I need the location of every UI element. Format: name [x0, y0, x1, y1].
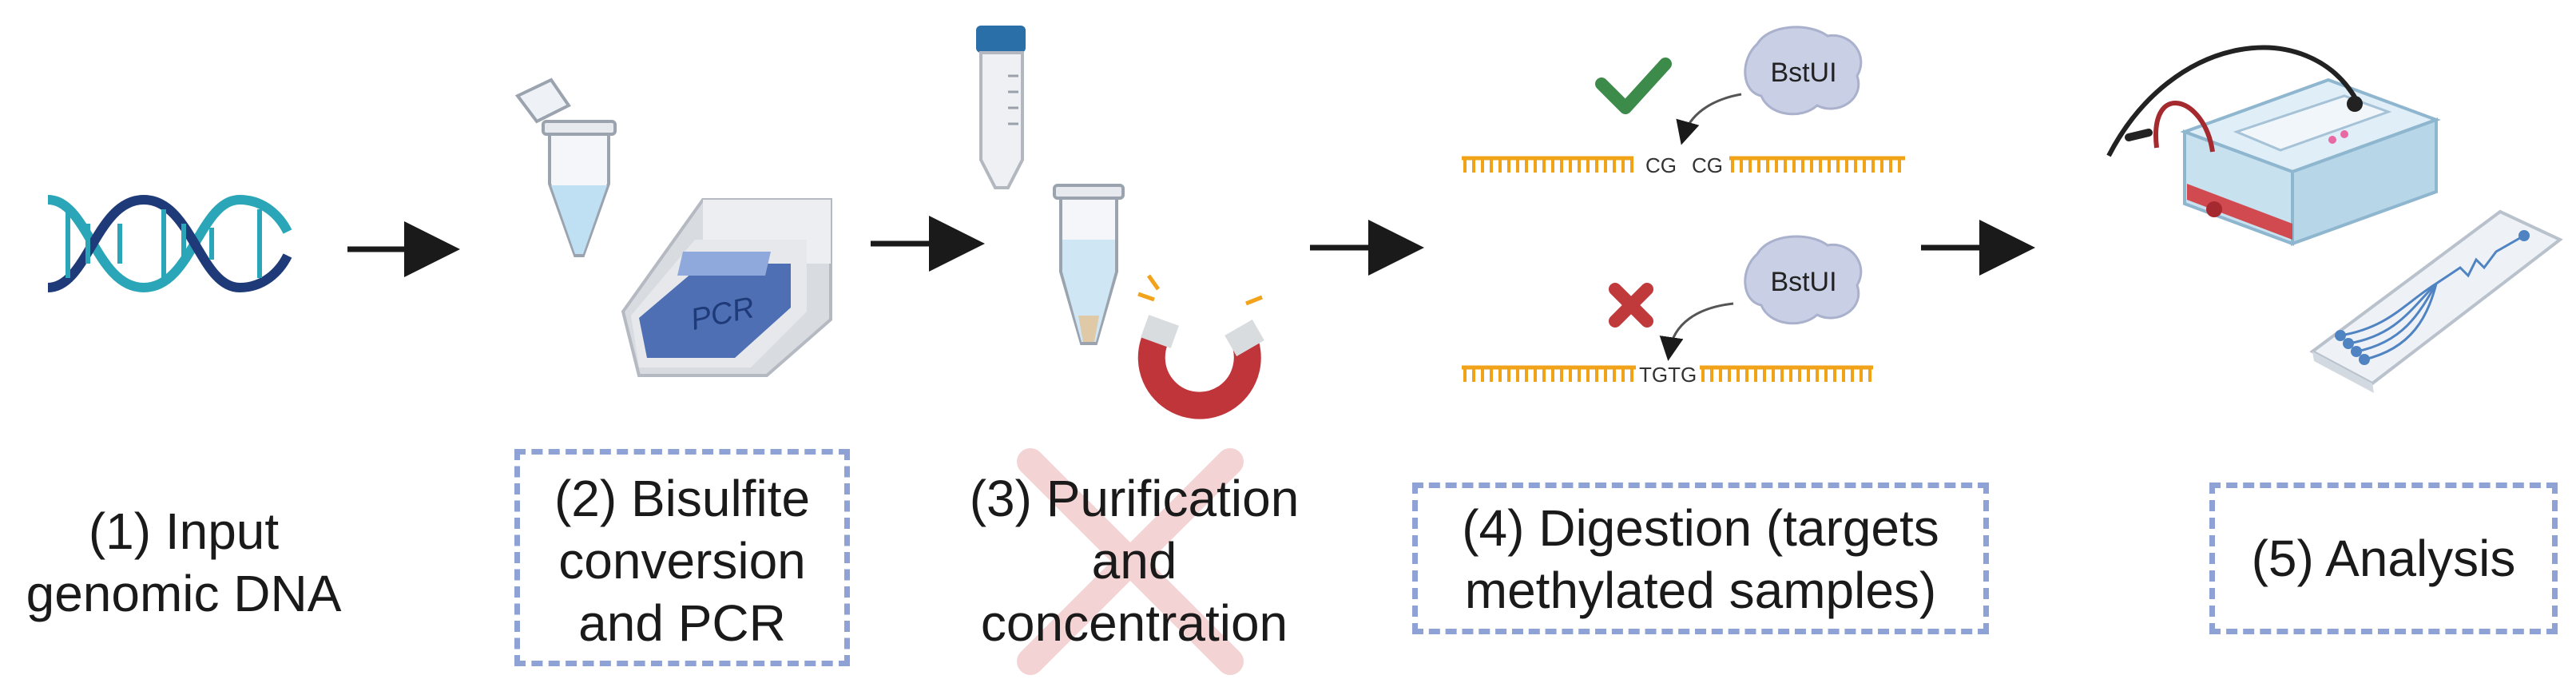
step-3-line-2: and — [1091, 532, 1177, 590]
step-3-label: (3) Purification and concentration — [919, 467, 1350, 654]
gel-electrophoresis-icon — [2106, 45, 2441, 246]
step-3-line-1: (3) Purification — [969, 470, 1300, 527]
step-4-line-2: methylated samples) — [1464, 562, 1937, 619]
step-2-label: (2) Bisulfite conversion and PCR — [514, 467, 850, 654]
magnet-icon — [1137, 274, 1264, 419]
step-1-label: (1) Input genomic DNA — [0, 500, 367, 625]
pcr-machine-icon: PCR — [621, 198, 832, 377]
bstui-enzyme-bottom-icon: BstUI — [1744, 235, 1863, 325]
methylated-strand: CG CG — [1462, 153, 1905, 177]
dna-helix-icon — [47, 194, 292, 293]
step-4-label: (4) Digestion (targets methylated sample… — [1412, 497, 1989, 622]
step-2-dashed-box — [514, 449, 850, 666]
microfluidic-chip-icon — [2309, 209, 2563, 393]
pcr-tube-icon — [514, 77, 617, 257]
step-4-dashed-box — [1412, 483, 1989, 634]
eppendorf-tube-icon — [1053, 184, 1125, 345]
step-1-line-1: (1) Input — [88, 502, 280, 560]
step-2-line-1: (2) Bisulfite — [554, 470, 811, 527]
cg-site-left: CG — [1645, 153, 1677, 177]
cut-arrow-bottom — [1659, 302, 1734, 361]
tgtg-site: TGTG — [1639, 363, 1697, 387]
cg-site-right: CG — [1692, 153, 1723, 177]
step-4-line-1: (4) Digestion (targets — [1462, 499, 1939, 557]
conical-tube-icon — [976, 26, 1026, 189]
step-5-dashed-box — [2209, 483, 2558, 634]
bstui-label-bottom: BstUI — [1770, 267, 1836, 297]
cut-arrow-top — [1676, 93, 1742, 145]
crossed-out-mark — [1017, 448, 1244, 675]
step-1-line-2: genomic DNA — [26, 565, 342, 622]
bstui-label-top: BstUI — [1770, 58, 1836, 88]
step-5-label: (5) Analysis — [2209, 527, 2558, 590]
unmethylated-strand: TGTG — [1462, 363, 1873, 387]
step-2-line-2: conversion — [558, 532, 806, 590]
check-icon — [1595, 58, 1672, 114]
step-3-line-3: concentration — [980, 594, 1288, 652]
step-2-line-3: and PCR — [578, 594, 786, 652]
step-5-line-1: (5) Analysis — [2251, 530, 2516, 587]
bstui-enzyme-top-icon: BstUI — [1744, 26, 1863, 116]
cross-icon — [1609, 283, 1653, 328]
